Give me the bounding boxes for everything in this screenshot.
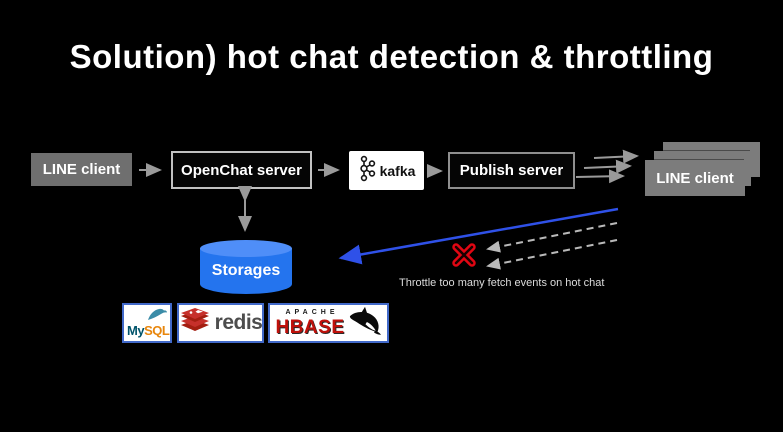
mysql-wordmark-my: My [127, 323, 145, 338]
kafka-icon [358, 155, 377, 187]
line-client-left-label: LINE client [42, 161, 121, 178]
hbase-orca-icon [348, 306, 382, 341]
mysql-logo: MySQL [122, 303, 172, 343]
openchat-server-box: OpenChat server [171, 151, 312, 189]
arrow-publish-to-client-1 [593, 149, 639, 164]
storages-cylinder: Storages [200, 240, 292, 294]
hbase-logo: APACHE HBASE [268, 303, 389, 343]
arrow-publish-to-client-3 [575, 169, 625, 184]
blocked-fetch-dashed-arrow-1 [486, 222, 618, 253]
line-client-right-label: LINE client [656, 169, 734, 187]
arrow-publish-to-client-2 [583, 159, 632, 174]
redis-wordmark: redis [214, 311, 263, 334]
line-client-right-box: LINE client [645, 160, 745, 196]
kafka-node: kafka [349, 151, 424, 190]
hbase-name-label: HBASE [275, 317, 345, 338]
kafka-label: kafka [379, 162, 416, 179]
hbase-wordmark: APACHE HBASE [275, 309, 344, 337]
publish-server-label: Publish server [459, 162, 564, 179]
slide-title: Solution) hot chat detection & throttlin… [69, 38, 714, 75]
openchat-server-label: OpenChat server [181, 161, 302, 179]
blocked-fetch-dashed-arrow-2 [486, 239, 618, 270]
line-client-left-box: LINE client [31, 153, 132, 186]
hbase-apache-label: APACHE [285, 309, 339, 316]
redis-icon [179, 306, 211, 341]
publish-server-box: Publish server [448, 152, 575, 189]
redis-logo: redis [177, 303, 264, 343]
storages-cylinder-top [200, 240, 292, 257]
throttle-annotation: Throttle too many fetch events on hot ch… [399, 277, 605, 289]
mysql-dolphin-icon [146, 307, 168, 327]
mysql-wordmark-sql: SQL [144, 323, 170, 338]
blocked-x-icon [452, 243, 476, 272]
storages-label: Storages [211, 262, 281, 279]
mysql-logo-inner: MySQL [124, 305, 170, 341]
mysql-wordmark: MySQL [127, 323, 170, 338]
arrow-throttle-to-storages [338, 207, 619, 265]
